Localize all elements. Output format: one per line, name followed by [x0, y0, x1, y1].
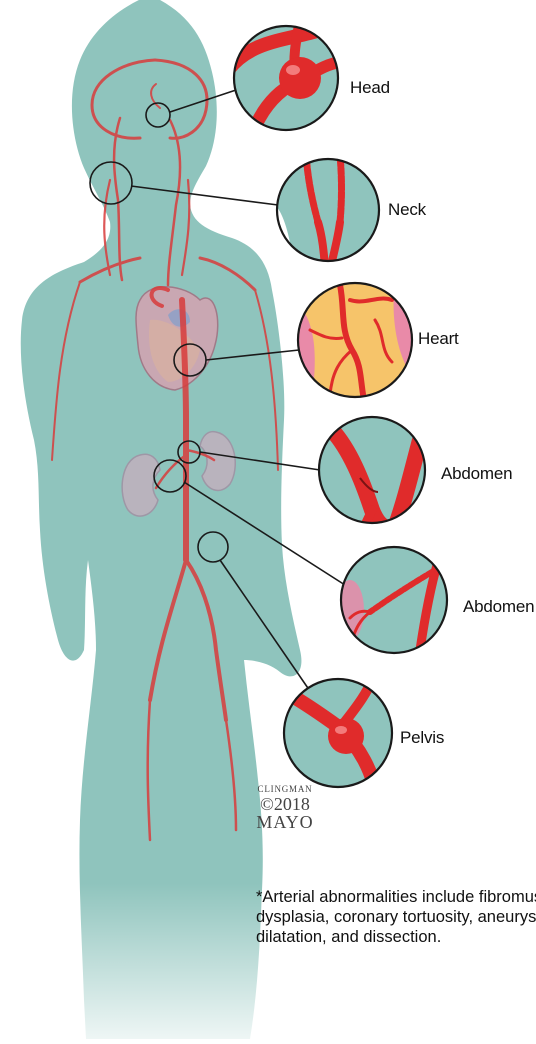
footnote: *Arterial abnormalities include fibromus…: [256, 887, 536, 947]
label-heart: Heart: [418, 329, 459, 349]
label-abdomen-1: Abdomen: [441, 464, 512, 484]
label-head: Head: [350, 78, 390, 98]
label-neck: Neck: [388, 200, 426, 220]
footnote-line-3: dilatation, and dissection.: [256, 927, 536, 947]
credit-org: MAYO: [252, 813, 318, 831]
footnote-line-2: dysplasia, coronary tortuosity, aneurysr: [256, 907, 536, 927]
label-abdomen-2: Abdomen: [463, 597, 534, 617]
credit-copyright: ©2018: [252, 795, 318, 813]
label-pelvis: Pelvis: [400, 728, 444, 748]
artist-credit: CLINGMAN ©2018 MAYO: [252, 785, 318, 831]
footnote-line-1: *Arterial abnormalities include fibromus: [256, 887, 536, 907]
credit-artist: CLINGMAN: [252, 785, 318, 794]
